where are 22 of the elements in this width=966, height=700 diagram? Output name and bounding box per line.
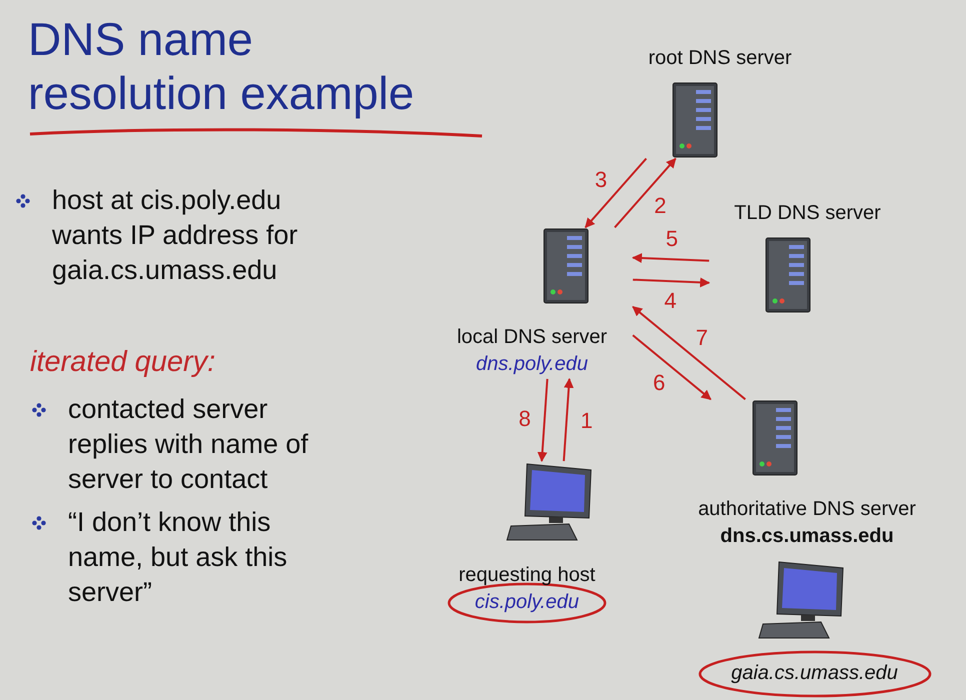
arrow: [614, 158, 676, 228]
bullet-text: contacted server replies with name of server to contact: [68, 393, 310, 496]
address-label: dns.poly.edu: [476, 352, 588, 377]
title: DNS name resolution example: [28, 12, 416, 120]
bullet-text: host at cis.poly.edu wants IP address for gaia.cs.umass.edu: [52, 184, 299, 287]
bullet-text: “I don’t know this name, but ask this server”: [68, 506, 288, 609]
arrow: [562, 378, 574, 462]
node-label: root DNS server: [648, 46, 792, 71]
arrow: [584, 158, 647, 228]
node-label: gaia.cs.umass.edu: [731, 661, 898, 686]
arrow: [632, 306, 746, 400]
address-label: cis.poly.edu: [474, 590, 580, 615]
arrow: [632, 334, 712, 400]
node-label: local DNS server: [456, 325, 608, 350]
address-label: dns.cs.umass.edu: [720, 524, 894, 549]
node-label: requesting host: [458, 563, 596, 588]
arrow: [537, 378, 548, 462]
arrow: [632, 277, 710, 288]
node-label: authoritative DNS server: [698, 497, 916, 522]
arrow: [632, 253, 710, 264]
node-label: TLD DNS server: [734, 201, 881, 226]
heading: iterated query:: [30, 345, 216, 380]
